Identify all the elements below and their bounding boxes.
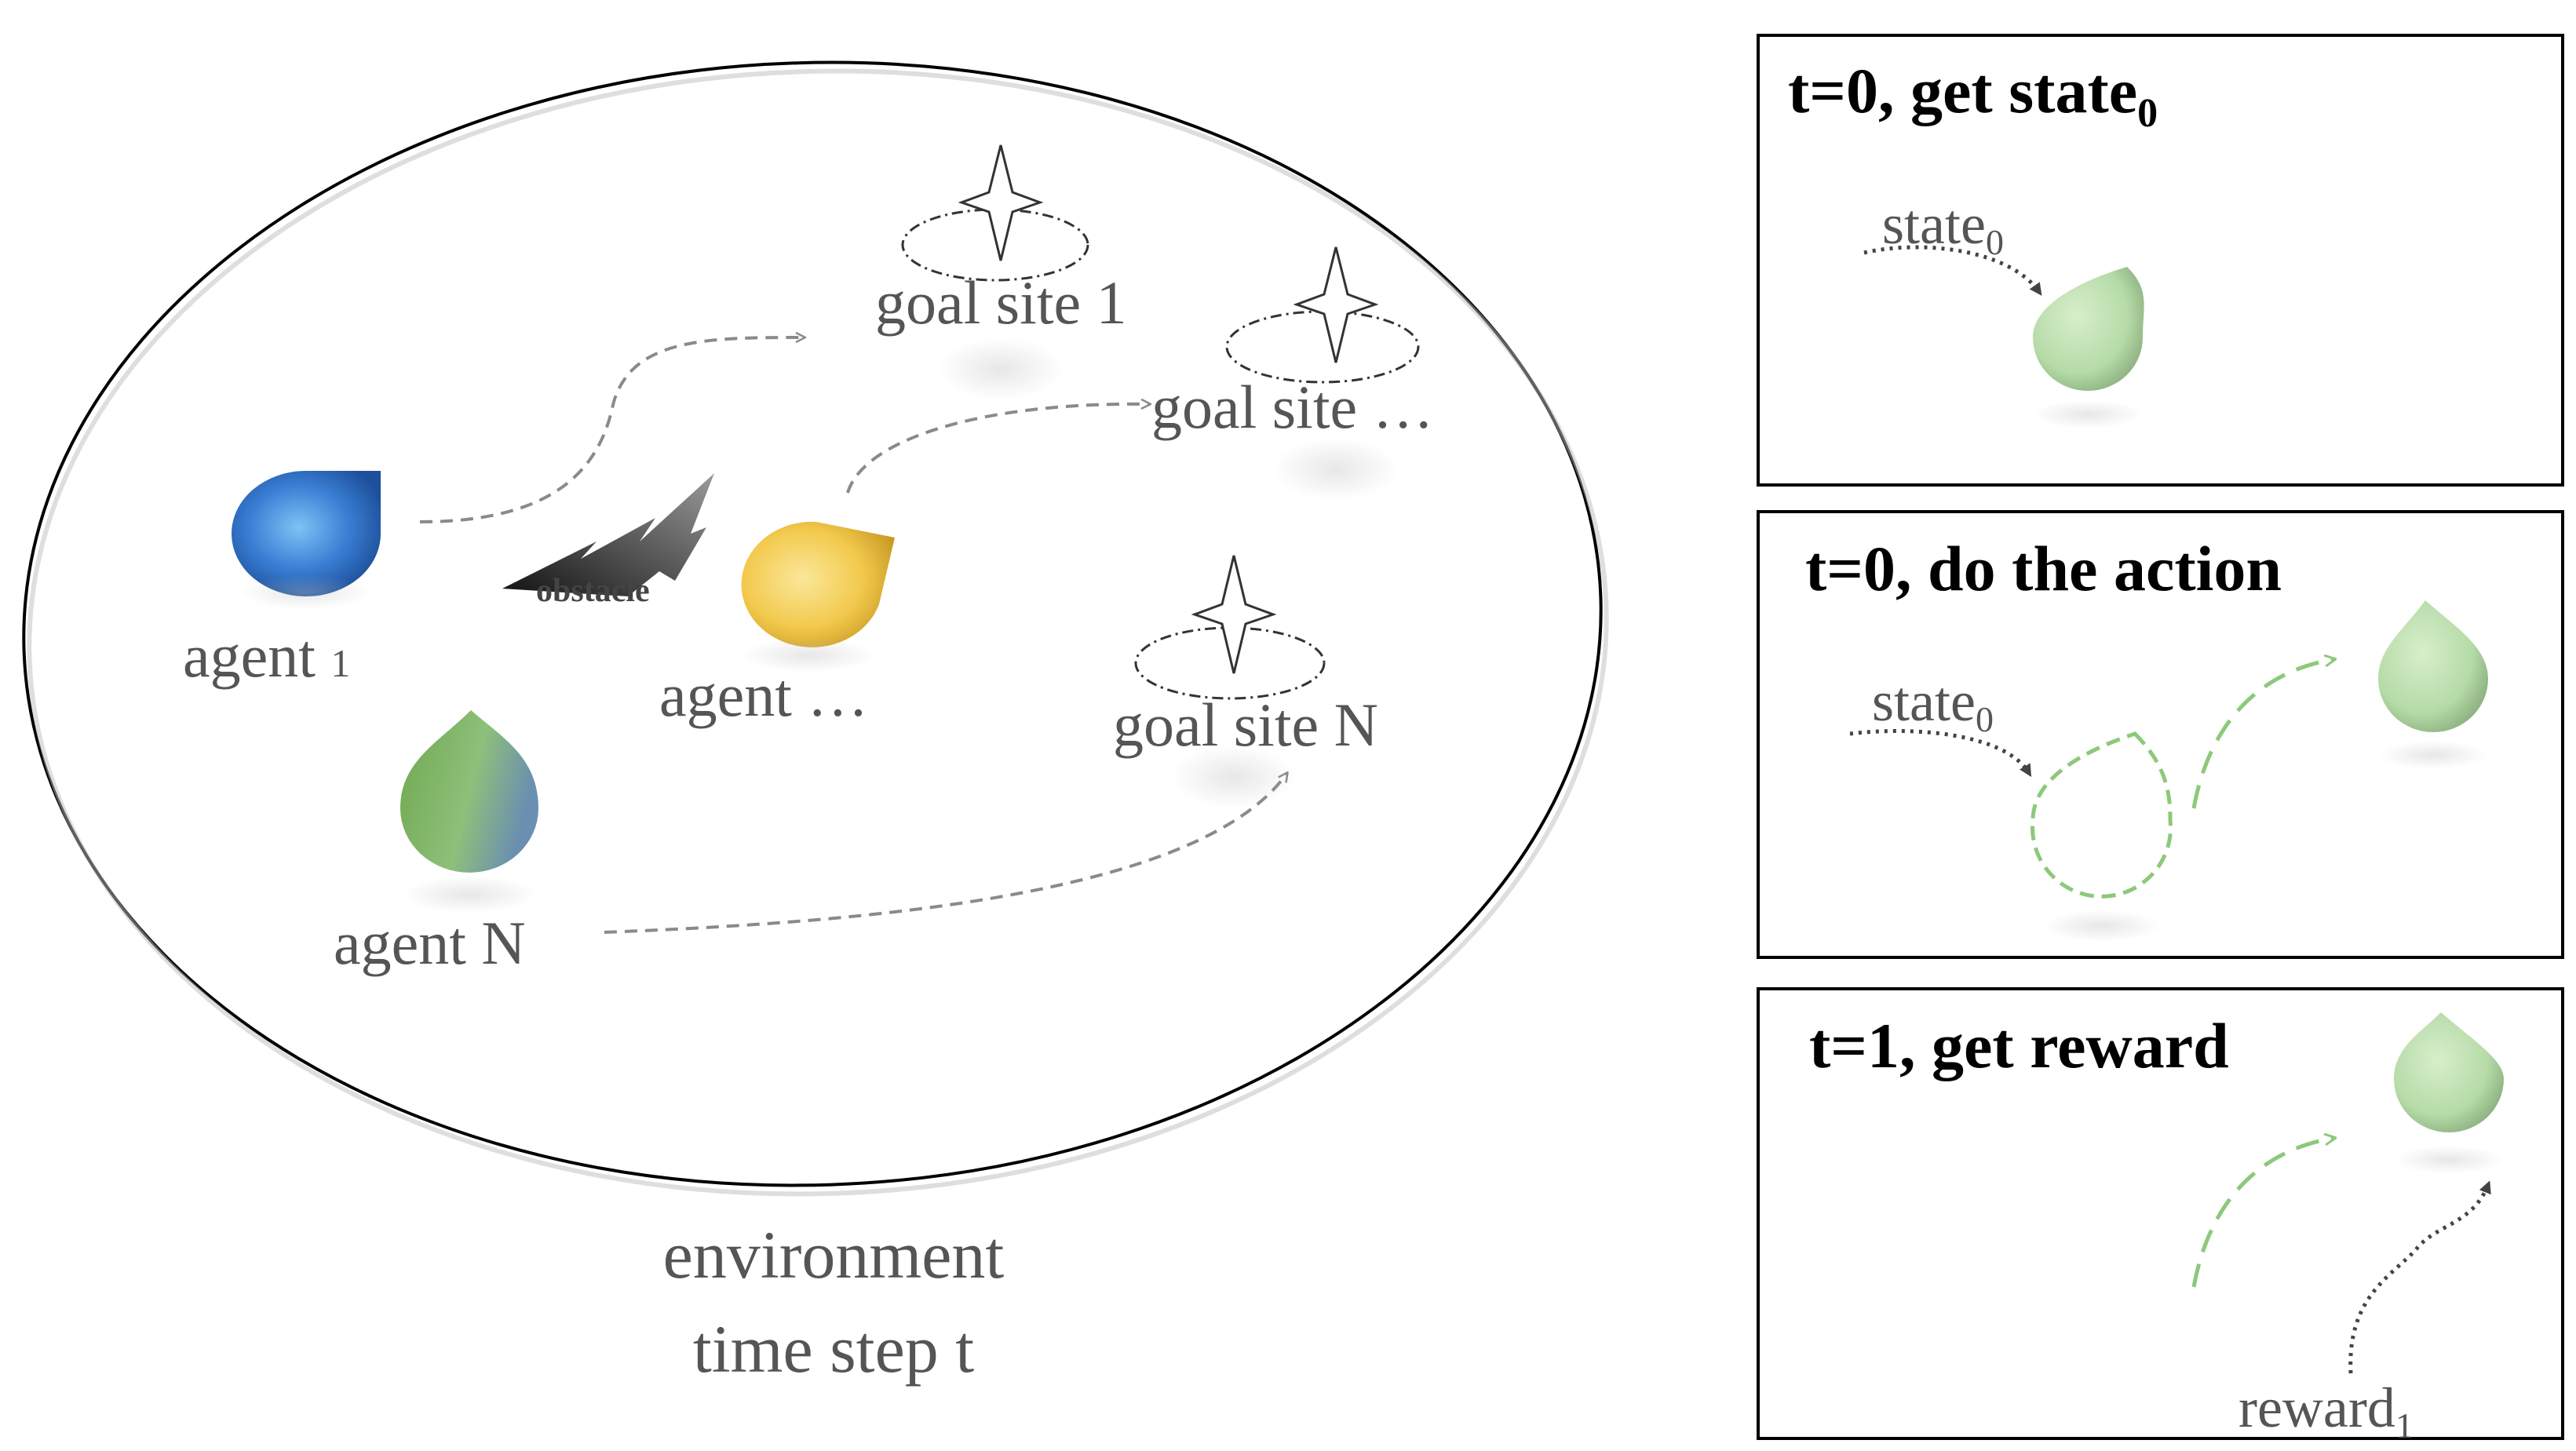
arrow-agentN-to-goalN (604, 773, 1287, 934)
goal-labels: goal site 1 goal site … goal site N (875, 268, 1434, 759)
arrow-agent2-to-goal2 (846, 404, 1150, 494)
panel-do-action: t=0, do the action state0 (1757, 510, 2564, 959)
droplet-icon (400, 710, 538, 873)
goal-site-2-label: goal site … (1151, 373, 1434, 441)
movement-arrows (419, 337, 1287, 934)
lightning-icon (502, 473, 714, 596)
panel-1-title: t=0, get state0 (1788, 55, 2158, 136)
agent-2-label: agent … (659, 661, 868, 729)
reward-arrow (2348, 1180, 2491, 1374)
agent-3 (400, 710, 538, 913)
environment-caption-line2: time step t (693, 1311, 974, 1387)
agent-2 (741, 521, 895, 673)
environment-caption-line1: environment (663, 1217, 1005, 1292)
panel-3-reward-label: reward1 (2238, 1376, 2414, 1446)
star-icon (1293, 246, 1379, 363)
obstacle: obstacle (502, 473, 714, 609)
panel-3-title: t=1, get reward (1809, 1010, 2229, 1081)
panel-2-title: t=0, do the action (1805, 533, 2282, 604)
star-icon (1191, 555, 1277, 674)
goal-site-3-label: goal site N (1113, 691, 1378, 759)
agent-1 (232, 471, 381, 610)
droplet-icon (2394, 1012, 2504, 1132)
droplet-icon (2378, 600, 2488, 732)
agent-3-label: agent N (334, 909, 526, 977)
droplet-icon (2033, 267, 2144, 391)
obstacle-label: obstacle (536, 573, 650, 609)
agent-labels: agent 1 agent … agent N (183, 622, 868, 977)
action-arrow (2191, 659, 2335, 809)
goal-site-2 (1225, 246, 1420, 501)
action-arrow (2191, 1138, 2335, 1288)
droplet-icon (741, 521, 895, 647)
panel-1-state-label: state0 (1882, 193, 2004, 262)
star-icon (958, 144, 1044, 261)
arrow-agent1-to-goal1 (419, 337, 805, 523)
droplet-icon (232, 471, 381, 596)
goal-site-1-label: goal site 1 (875, 268, 1127, 337)
state-arrow (1849, 729, 2032, 778)
panel-get-reward: t=1, get reward reward1 (1757, 987, 2564, 1446)
previous-position-outline (2031, 731, 2173, 899)
panel-get-state: t=0, get state0 state0 (1757, 34, 2564, 487)
agent-1-label: agent 1 (183, 622, 350, 690)
panel-2-state-label: state0 (1872, 670, 1994, 739)
goal-site-3 (1134, 555, 1326, 808)
goal-site-1 (901, 144, 1089, 400)
